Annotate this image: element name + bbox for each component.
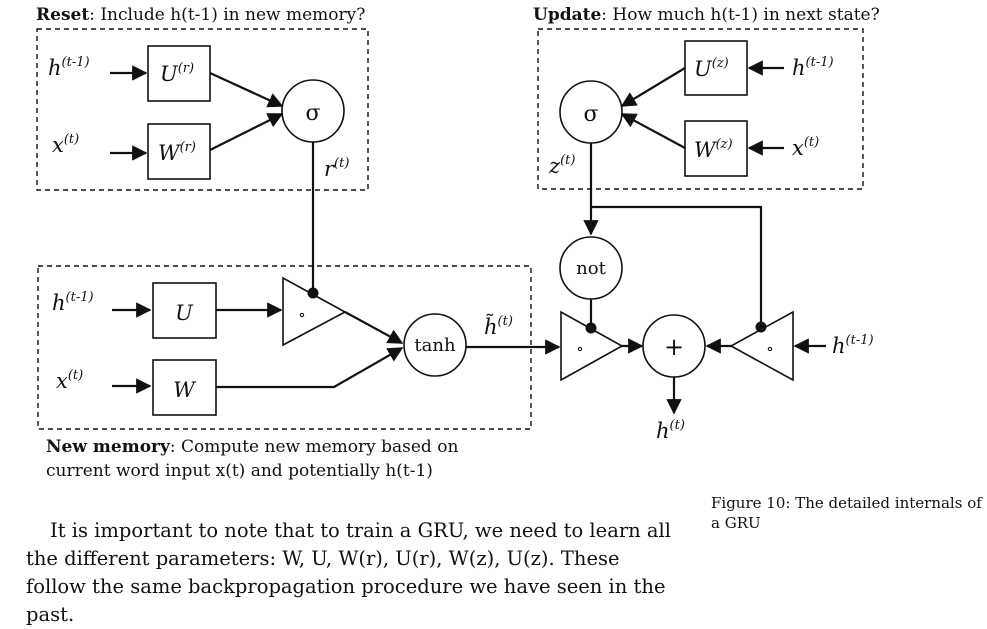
newmem-input-h: h(t-1) (52, 290, 94, 315)
reset-u-to-sigma-arrow (209, 72, 284, 108)
left-multiply-dot (585, 322, 597, 334)
left-multiply-symbol: ∘ (576, 339, 584, 358)
newmem-u-label: U (175, 301, 194, 325)
update-w-box (684, 120, 748, 177)
update-title: Update: How much h(t-1) in next state? (533, 5, 880, 25)
update-u-box (684, 40, 748, 96)
reset-u-box (147, 45, 211, 102)
figure-caption: Figure 10: The detailed internals of a G… (711, 494, 982, 532)
reset-multiply-symbol: ∘ (298, 305, 306, 324)
newmem-output-htilde: h̃(t) (484, 314, 513, 339)
gru-diagram: Reset: Include h(t-1) in new memory? h(t… (36, 5, 880, 481)
reset-title-rest: : Include h(t-1) in new memory? (89, 5, 365, 25)
newmem-caption-line1: New memory: Compute new memory based on (46, 437, 458, 457)
reset-w-label: W(r) (158, 140, 196, 165)
newmem-w-box (152, 359, 217, 416)
update-input-x: x(t) (792, 135, 819, 160)
plus-symbol: + (664, 333, 684, 361)
right-multiply-dot (755, 321, 767, 333)
reset-title-bold: Reset (36, 5, 89, 25)
newmem-input-x: x(t) (56, 368, 83, 393)
tanh-label: tanh (414, 335, 456, 356)
z-to-right-mult-wire (591, 205, 763, 325)
not-label: not (576, 258, 606, 279)
new-memory-region (37, 265, 532, 430)
update-title-bold: Update (533, 5, 601, 25)
update-u-label: U(z) (694, 56, 729, 81)
combine-input-h: h(t-1) (832, 333, 874, 358)
newmem-w-label: W (173, 378, 197, 402)
newmem-w-to-tanh-arrow (216, 347, 404, 389)
reset-w-to-sigma-arrow (209, 113, 284, 151)
update-sigma-label: σ (583, 102, 598, 127)
reset-gate-region (36, 28, 369, 191)
update-w-to-sigma-arrow (620, 113, 686, 149)
newmem-u-box (152, 282, 217, 339)
reset-input-x: x(t) (52, 132, 79, 157)
output-h: h(t) (656, 418, 685, 443)
update-title-rest: : How much h(t-1) in next state? (601, 5, 879, 25)
newmem-caption-bold: New memory (46, 437, 171, 457)
mult-to-tanh-arrow (344, 311, 404, 344)
newmem-caption-line2: current word input x(t) and potentially … (46, 461, 433, 481)
update-input-h: h(t-1) (792, 55, 834, 80)
tanh-node (403, 313, 467, 377)
reset-w-box (147, 123, 211, 180)
update-u-to-sigma-arrow (620, 67, 686, 107)
reset-sigma-label: σ (305, 101, 320, 126)
reset-u-label: U(r) (160, 61, 194, 86)
reset-multiply-dot (307, 287, 319, 299)
reset-input-h: h(t-1) (48, 55, 90, 80)
update-output-z: z(t) (548, 153, 575, 178)
update-w-label: W(z) (694, 137, 733, 162)
reset-title: Reset: Include h(t-1) in new memory? (36, 5, 365, 25)
reset-output-r: r(t) (324, 156, 349, 181)
update-gate-region (537, 28, 864, 190)
right-multiply-symbol: ∘ (766, 339, 774, 358)
body-paragraph: It is important to note that to train a … (26, 519, 671, 626)
